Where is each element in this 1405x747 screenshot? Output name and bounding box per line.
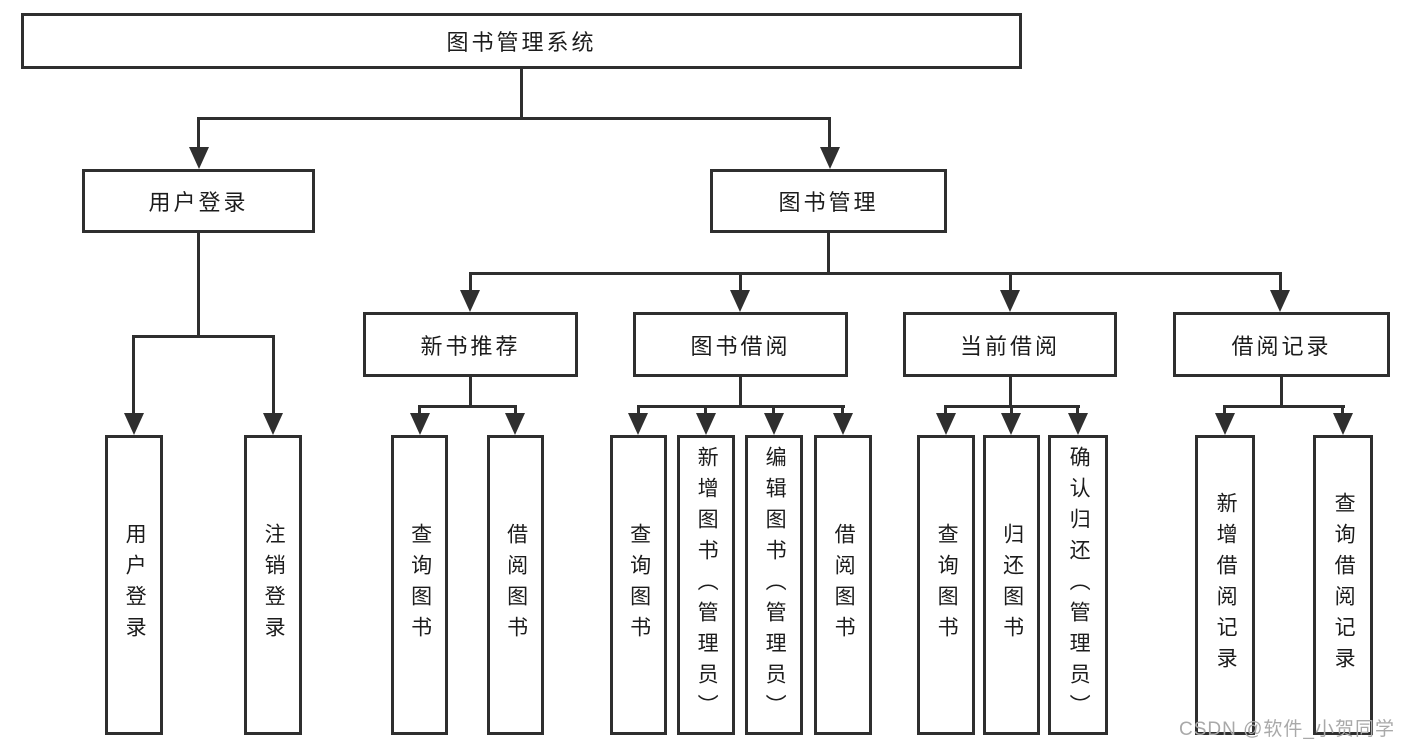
leaf-edit-books-admin: 编辑图书（管理员） [745,435,803,735]
arrow-down [764,413,784,435]
node-label: 图书管理 [778,190,879,215]
connector-line [944,405,947,415]
arrow-down [1000,290,1020,312]
arrow-down [263,413,283,435]
leaf-label: 借阅图书 [832,523,856,647]
leaf-borrow-books-recommend: 借阅图书 [487,435,544,735]
leaf-borrow-books: 借阅图书 [814,435,872,735]
connector-line [469,272,472,292]
arrow-down [124,413,144,435]
connector-line [514,405,517,415]
arrow-down [696,413,716,435]
csdn-watermark: CSDN @软件_小贺同学 [1179,719,1395,740]
leaf-label: 编辑图书（管理员） [763,445,787,725]
connector-line [469,272,1282,275]
leaf-label: 查询图书 [935,523,959,647]
connector-line [418,405,517,408]
node-borrow-records: 借阅记录 [1173,312,1390,377]
arrow-down [833,413,853,435]
arrow-down [460,290,480,312]
arrow-down [628,413,648,435]
arrow-down [820,147,840,169]
connector-line [197,233,200,338]
leaf-logout: 注销登录 [244,435,302,735]
connector-line [739,377,742,408]
arrow-down [936,413,956,435]
node-book-borrow: 图书借阅 [633,312,848,377]
connector-line [772,405,775,415]
connector-line [704,405,707,415]
connector-line [197,117,200,149]
connector-line [739,272,742,292]
arrow-down [189,147,209,169]
connector-line [1223,405,1226,415]
connector-line [1279,272,1282,292]
arrow-down [1068,413,1088,435]
connector-line [828,117,831,149]
leaf-add-books-admin: 新增图书（管理员） [677,435,735,735]
node-label: 借阅记录 [1231,333,1332,359]
connector-line [1280,377,1283,408]
leaf-label: 新增借阅记录 [1214,492,1238,678]
leaf-label: 注销登录 [262,523,286,647]
arrow-down [1215,413,1235,435]
node-label: 用户登录 [148,190,249,215]
leaf-label: 借阅图书 [504,523,528,647]
connector-line [197,117,831,120]
node-label: 当前借阅 [959,333,1060,359]
node-label: 图书借阅 [690,333,791,359]
arrow-down [1333,413,1353,435]
leaf-confirm-return-admin: 确认归还（管理员） [1048,435,1108,735]
node-new-book-recommend: 新书推荐 [363,312,578,377]
leaf-query-books-recommend: 查询图书 [391,435,448,735]
connector-line [827,233,830,275]
arrow-down [1270,290,1290,312]
leaf-label: 查询图书 [627,523,651,647]
leaf-add-borrow-record: 新增借阅记录 [1195,435,1255,735]
connector-line [1223,405,1345,408]
connector-line [1009,272,1012,292]
arrow-down [1001,413,1021,435]
leaf-label: 归还图书 [1000,523,1024,647]
connector-line [272,335,275,415]
leaf-label: 确认归还（管理员） [1067,445,1091,725]
arrow-down [410,413,430,435]
leaf-query-books-borrow: 查询图书 [610,435,667,735]
leaf-label: 用户登录 [123,523,147,647]
connector-line [520,68,523,119]
connector-line [132,335,135,415]
connector-line [132,335,275,338]
leaf-query-books-current: 查询图书 [917,435,975,735]
connector-line [637,405,845,408]
connector-line [418,405,421,415]
connector-line [1076,405,1079,415]
node-label: 图书管理系统 [446,30,597,55]
node-root-system: 图书管理系统 [21,13,1022,69]
connector-line [1010,405,1013,415]
node-label: 新书推荐 [420,333,521,359]
connector-line [637,405,640,415]
leaf-user-login: 用户登录 [105,435,163,735]
arrow-down [505,413,525,435]
node-book-management: 图书管理 [710,169,947,233]
connector-line [469,377,472,408]
arrow-down [730,290,750,312]
connector-line [1341,405,1344,415]
node-user-login: 用户登录 [82,169,315,233]
leaf-label: 查询图书 [408,523,432,647]
leaf-return-books: 归还图书 [983,435,1040,735]
node-current-borrow: 当前借阅 [903,312,1117,377]
leaf-query-borrow-record: 查询借阅记录 [1313,435,1373,735]
leaf-label: 新增图书（管理员） [695,445,719,725]
connector-line [1009,377,1012,408]
connector-line [841,405,844,415]
leaf-label: 查询借阅记录 [1332,492,1356,678]
